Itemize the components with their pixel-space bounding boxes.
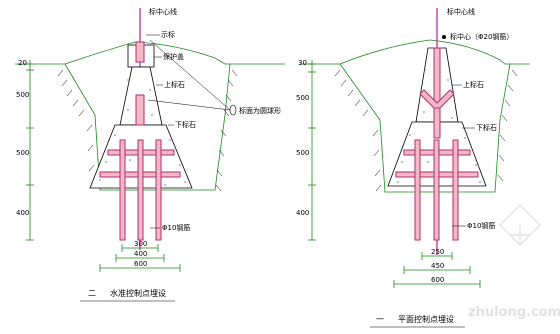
left-round-leader-1 — [149, 39, 231, 111]
left-round-symbol — [229, 104, 237, 116]
right-trench-hatch — [334, 69, 518, 192]
right-center-line-label: 标中心线 — [447, 7, 475, 16]
right-trench — [339, 63, 511, 193]
left-width-3: 600 — [134, 260, 147, 268]
watermark-text: zhulong.com — [468, 305, 560, 320]
right-width-2: 450 — [431, 262, 444, 270]
left-width-dims — [99, 244, 181, 272]
right-depth-1: 500 — [296, 94, 309, 102]
right-depth-top: 30 — [298, 59, 307, 67]
right-upper-label: 上标石 — [463, 80, 484, 89]
left-cover-label: 保护盖 — [163, 52, 184, 61]
watermark-logo: zhulong.com — [468, 204, 560, 320]
right-width-3: 600 — [431, 276, 444, 284]
left-rebar-vertical-1 — [119, 139, 126, 241]
left-width-1: 300 — [134, 240, 147, 248]
right-figure: 30 500 500 400 标中心线 标中心（Φ20钢筋） 上 — [296, 7, 530, 328]
right-concrete-dots — [397, 69, 481, 187]
left-round-leader-2 — [147, 99, 231, 111]
left-rebar-label: Φ10钢筋 — [162, 223, 190, 232]
left-upper-rebar — [135, 94, 145, 126]
right-width-dims — [393, 252, 481, 288]
left-center-line-label: 标中心线 — [149, 7, 177, 16]
right-y-branch — [419, 89, 455, 109]
right-caption-number: 一 — [376, 315, 384, 324]
right-depth-3: 400 — [296, 209, 309, 217]
left-rebar-vertical-2 — [137, 139, 144, 241]
right-rebar-vertical-3 — [452, 139, 459, 241]
left-caption-number: 二 — [88, 289, 96, 298]
right-center-point — [442, 35, 446, 39]
left-lower-label: 下标石 — [175, 120, 196, 129]
left-upper-label: 上标石 — [164, 80, 185, 89]
left-concrete-dots — [99, 79, 186, 186]
right-width-1: 250 — [431, 248, 444, 256]
right-rebar-label: Φ10钢筋 — [467, 221, 495, 230]
left-depth-3: 400 — [16, 209, 29, 217]
right-depth-2: 500 — [296, 149, 309, 157]
left-rebar-vertical-3 — [155, 139, 162, 241]
left-figure: 20 500 500 400 标中心线 示标 — [15, 7, 285, 302]
left-ground-line — [15, 41, 285, 65]
left-marker-label: 示标 — [161, 30, 175, 39]
right-caption: 平面控制点埋设 — [398, 314, 454, 324]
right-center-note: 标中心（Φ20钢筋） — [450, 32, 513, 41]
right-rebar-vertical-1 — [414, 139, 421, 241]
left-depth-2: 500 — [16, 149, 29, 157]
right-lower-label: 下标石 — [476, 123, 497, 132]
left-width-2: 400 — [134, 250, 147, 258]
left-depth-1: 500 — [16, 91, 29, 99]
left-depth-top: 20 — [18, 59, 27, 67]
right-rebar-vertical-2 — [433, 139, 440, 241]
left-caption: 水准控制点埋设 — [110, 288, 166, 298]
left-round-label: 标面为圆球形 — [239, 106, 281, 115]
left-marker-pin — [135, 41, 145, 63]
right-ground-line — [300, 39, 530, 65]
right-center-rebar — [433, 47, 441, 139]
